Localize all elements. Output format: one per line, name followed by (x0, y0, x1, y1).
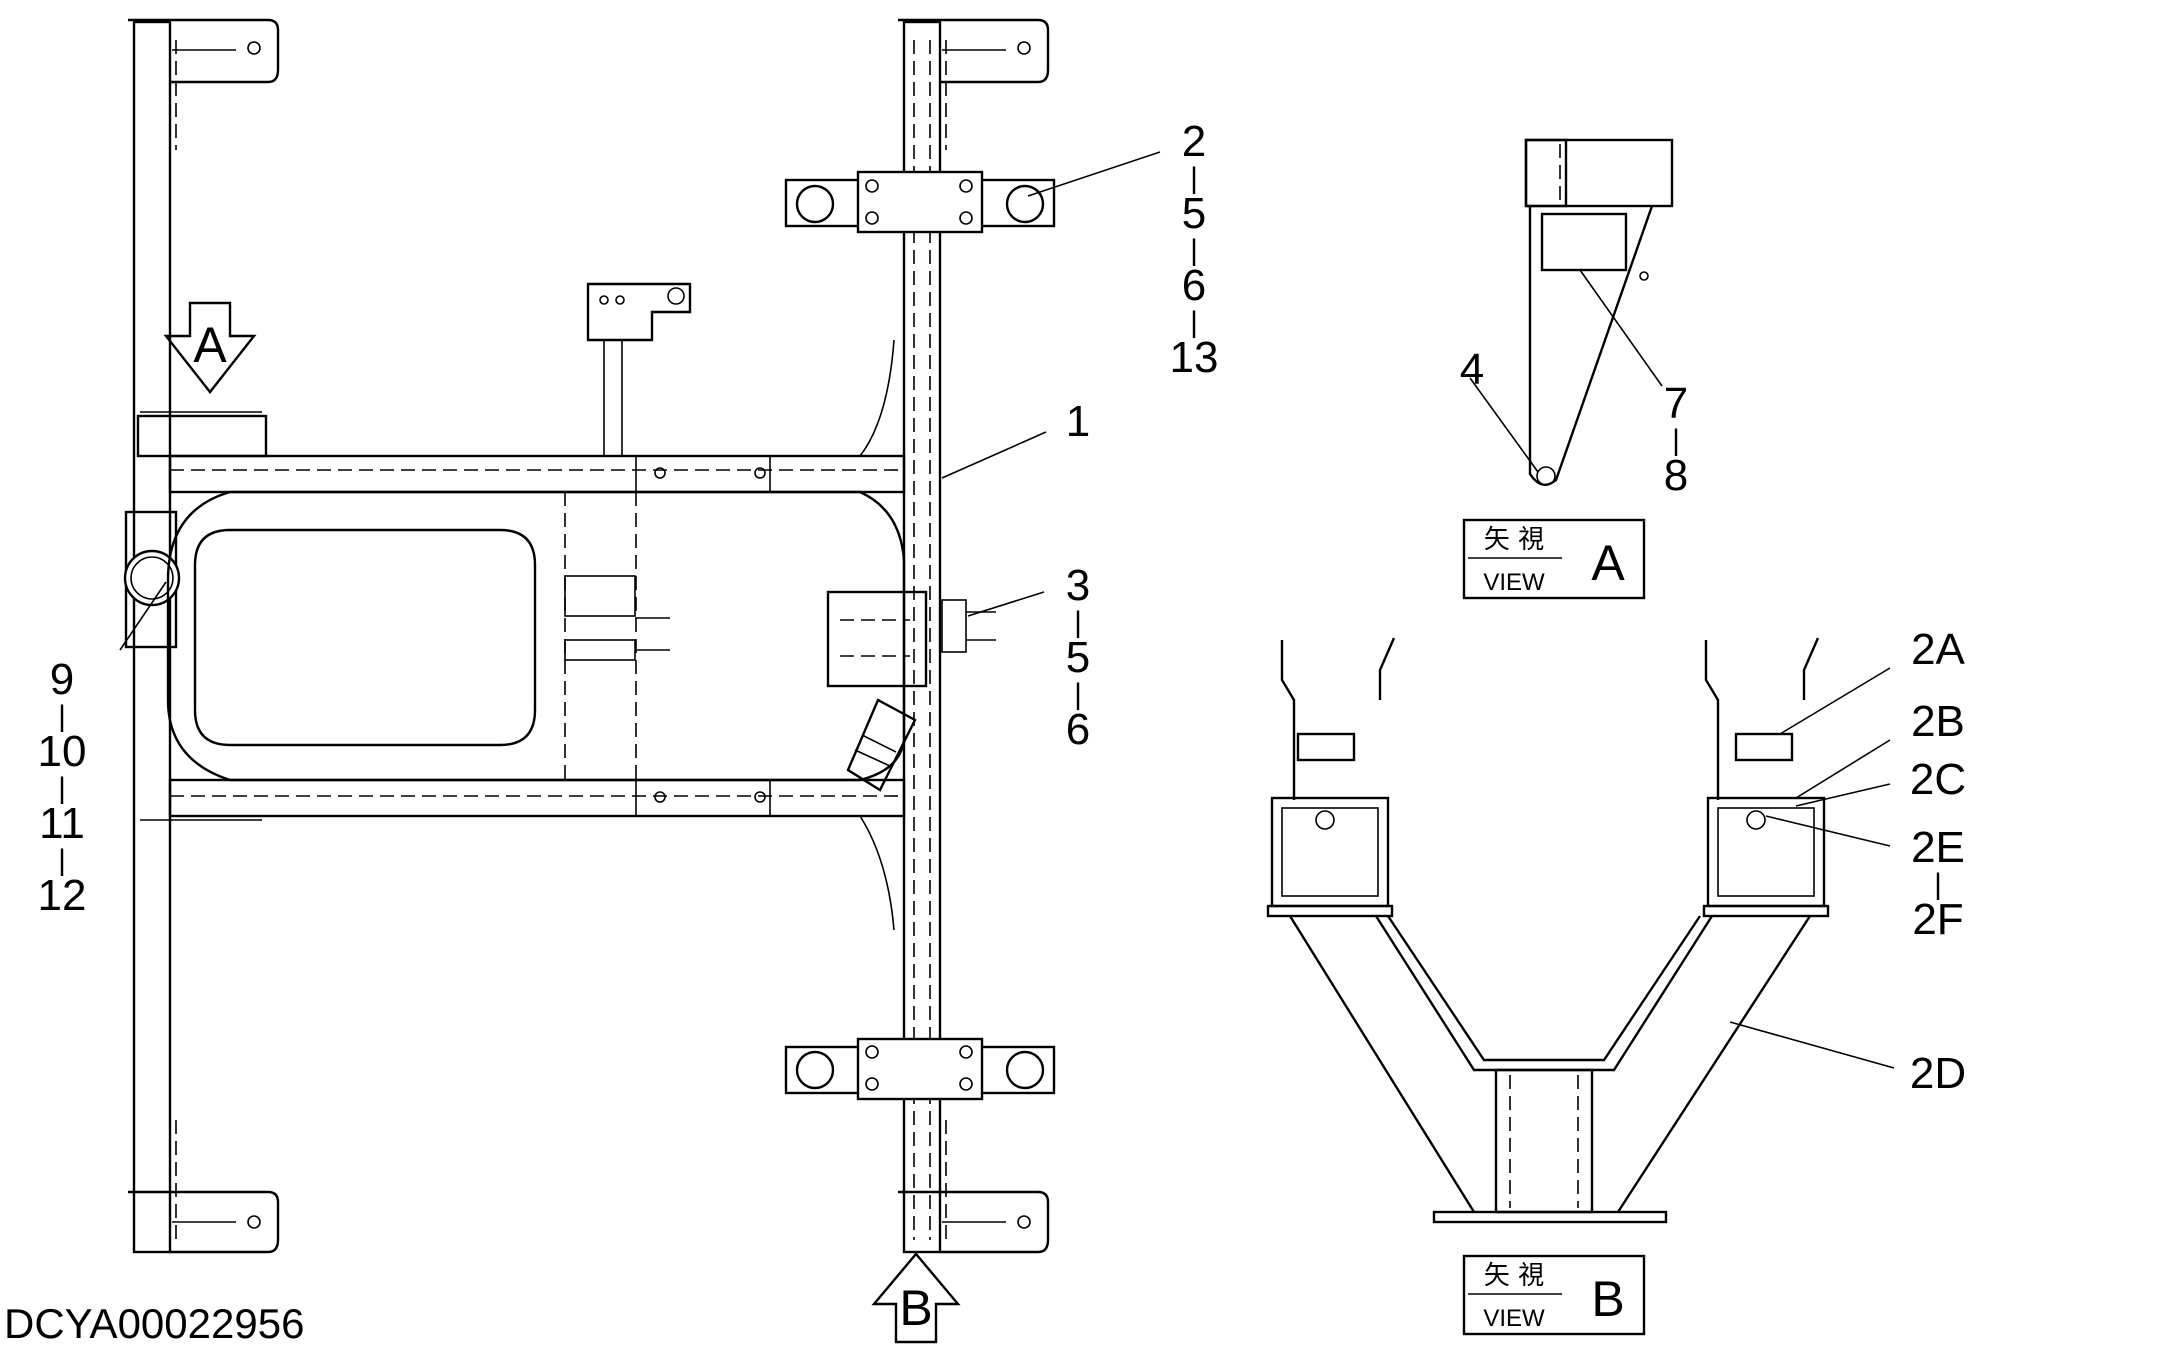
view-a-letter: A (1591, 535, 1625, 591)
callout-1: 1 (1066, 397, 1090, 446)
callout-7-8: 7 | 8 (1664, 379, 1688, 500)
callout-6: 6 (1066, 705, 1090, 754)
cross-members (140, 411, 906, 821)
callout-sep: | (1672, 424, 1680, 457)
top-mount (784, 170, 1056, 234)
tank (166, 339, 906, 931)
hose (846, 698, 917, 792)
callout-9: 9 (50, 655, 74, 704)
callout-13: 13 (1170, 333, 1219, 382)
callout-sep: | (1190, 162, 1198, 195)
callout-2C: 2C (1910, 755, 1966, 804)
callout-sep: | (1190, 234, 1198, 267)
callout-7: 7 (1664, 379, 1688, 428)
callout-8: 8 (1664, 451, 1688, 500)
callout-2: 2 (1182, 117, 1206, 166)
callout-sep: | (1934, 868, 1942, 901)
callout-2-5-6-13: 2 | 5 | 6 | 13 (1170, 117, 1219, 382)
callout-2B: 2B (1911, 697, 1965, 746)
view-b-box: 矢 視 VIEW B (1462, 1254, 1646, 1336)
callout-5: 5 (1182, 189, 1206, 238)
view-a-jp: 矢 視 (1484, 525, 1544, 555)
valve-plate (826, 590, 996, 688)
callout-sep: | (1074, 678, 1082, 711)
view-b-letter: B (1591, 1271, 1624, 1327)
view-b-jp: 矢 視 (1484, 1261, 1544, 1291)
leader-lines (119, 151, 1895, 1069)
view-a-box: 矢 視 VIEW A (1462, 518, 1646, 600)
callout-12: 12 (38, 871, 87, 920)
callout-sep: | (1190, 306, 1198, 339)
callout-2F: 2F (1912, 895, 1963, 944)
callout-sep: | (58, 844, 66, 877)
arrow-b-letter: B (899, 1280, 932, 1336)
arrow-a-letter: A (193, 317, 227, 373)
callout-3-5-6: 3 | 5 | 6 (1066, 561, 1090, 754)
callout-sep: | (58, 700, 66, 733)
callout-sep: | (1074, 606, 1082, 639)
view-a-en: VIEW (1483, 569, 1545, 596)
callout-11: 11 (39, 799, 85, 848)
callout-10: 10 (38, 727, 87, 776)
drawing-code: DCYA00022956 (4, 1300, 304, 1345)
callout-2D: 2D (1910, 1049, 1966, 1098)
callout-6: 6 (1182, 261, 1206, 310)
callout-5: 5 (1066, 633, 1090, 682)
callout-2E: 2E (1911, 823, 1965, 872)
callout-3: 3 (1066, 561, 1090, 610)
bottom-mount (784, 1037, 1056, 1101)
view-a-detail (1524, 138, 1674, 486)
callout-2A: 2A (1911, 625, 1965, 674)
callout-4: 4 (1460, 345, 1484, 394)
view-b-en: VIEW (1483, 1305, 1545, 1332)
view-arrow-a: A (163, 301, 257, 394)
callout-sep: | (58, 772, 66, 805)
callout-9-10-11-12: 9 | 10 | 11 | 12 (38, 655, 87, 920)
view-b-detail (1266, 637, 1830, 1224)
callout-2E-2F: 2E | 2F (1911, 823, 1965, 944)
center-bracket (586, 282, 692, 456)
left-rail (123, 18, 280, 1254)
view-arrow-b: B (871, 1252, 961, 1344)
